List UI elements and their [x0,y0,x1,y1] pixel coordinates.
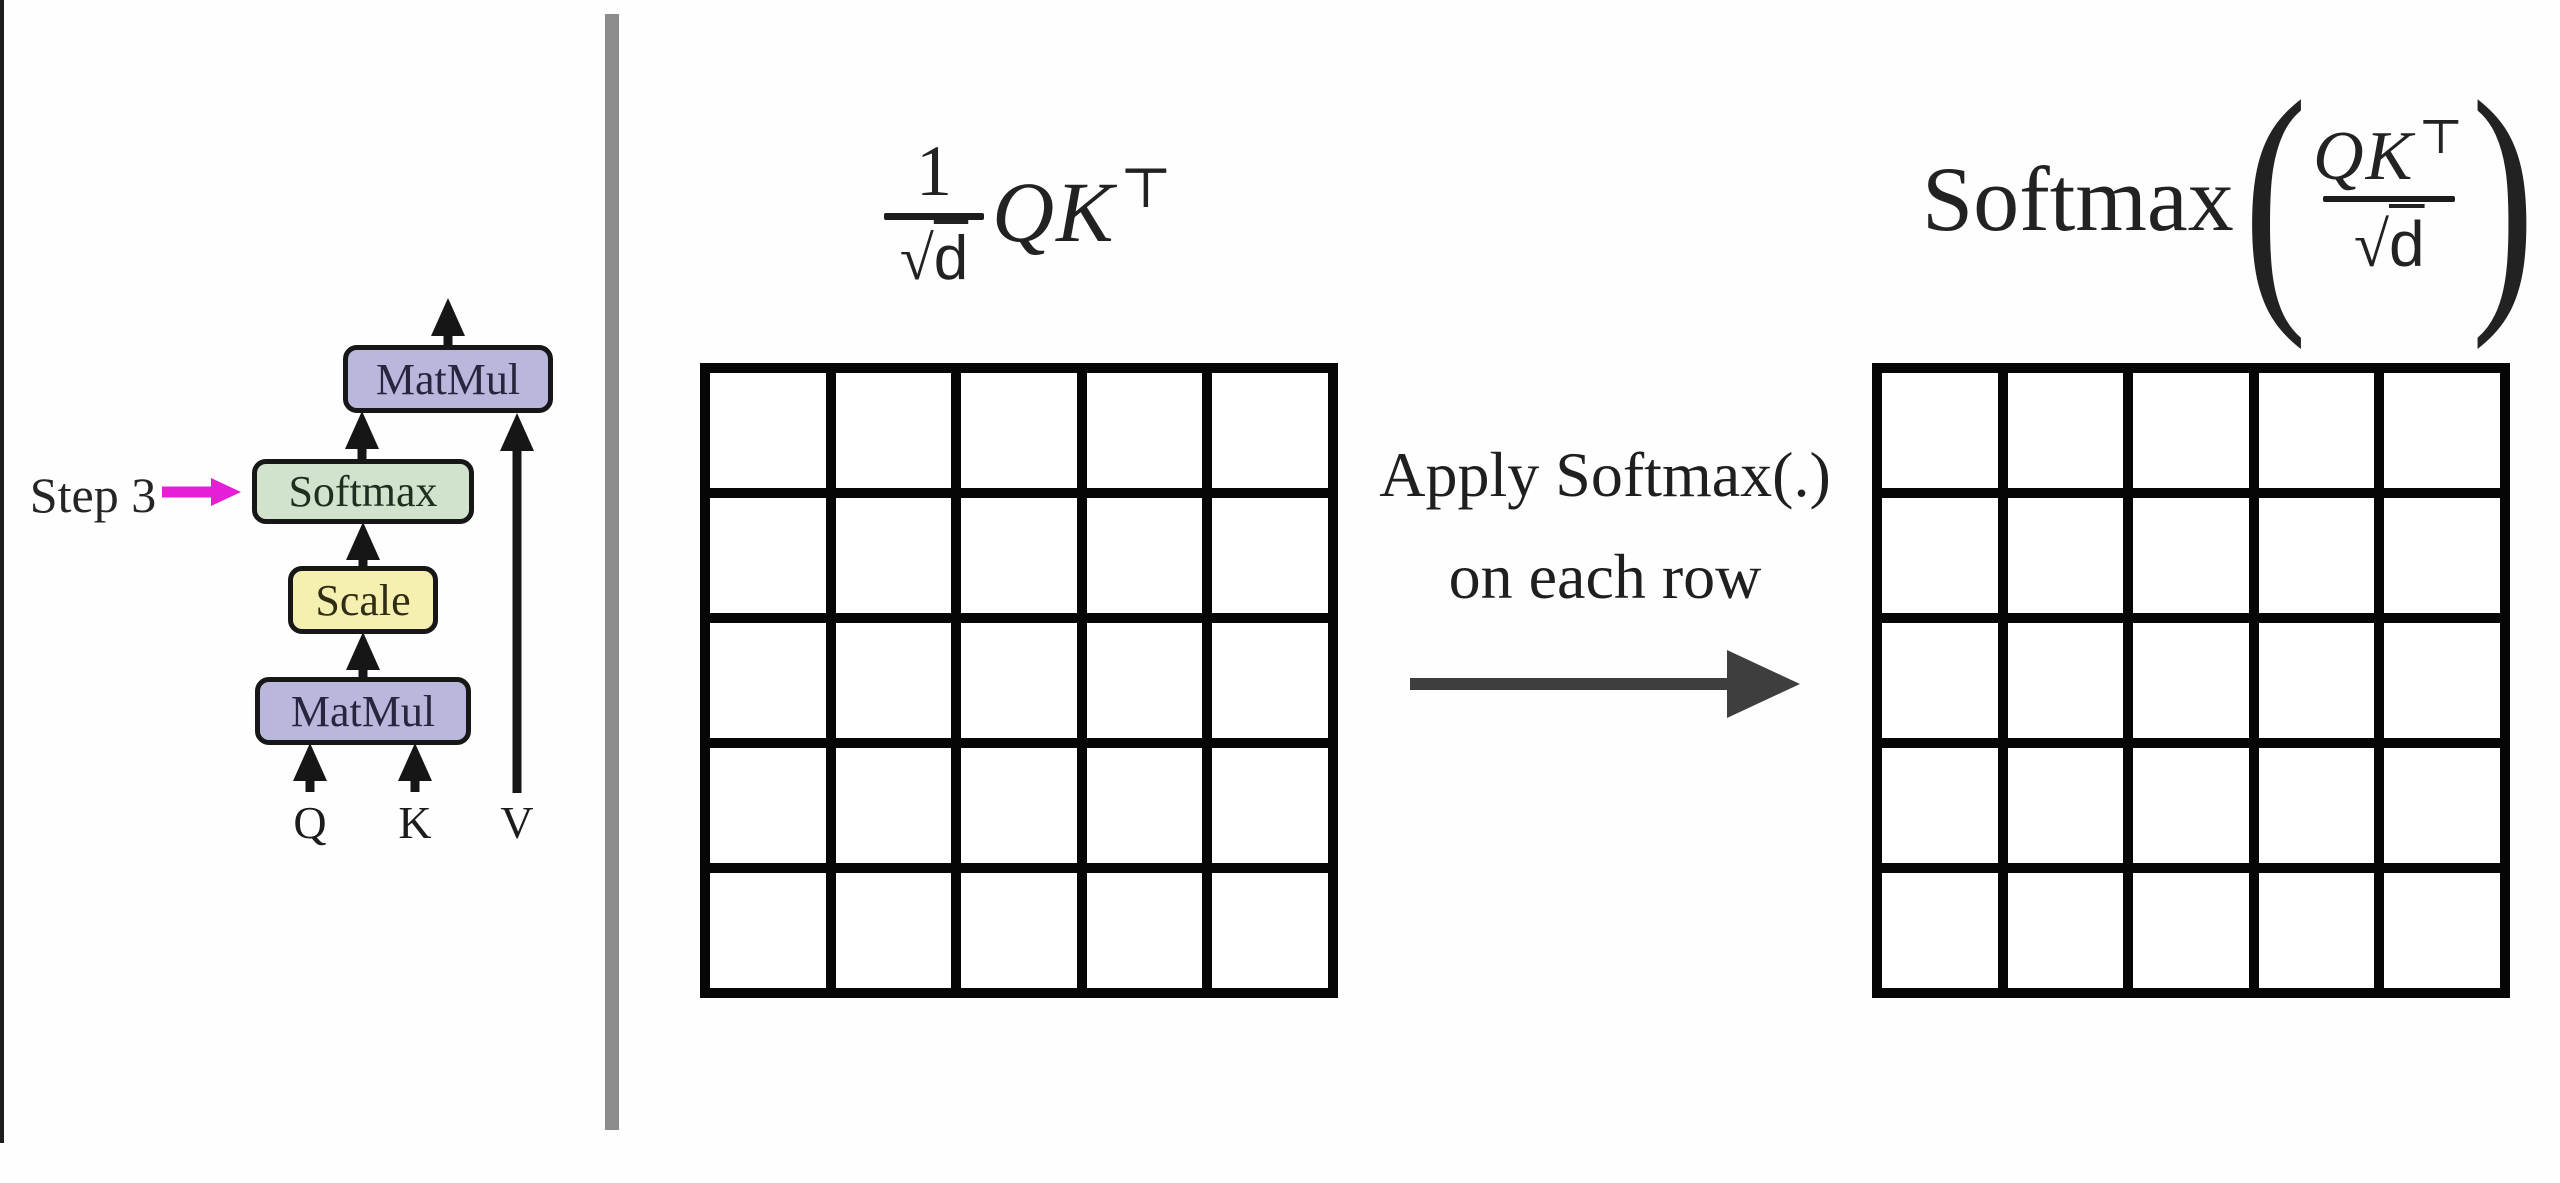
matrix-cell [835,748,952,863]
matrix-cell [1086,748,1203,863]
vertical-divider [605,14,619,1130]
scaled-scores-formula: 1 √d QK⊤ [884,122,1174,302]
matrix-cell [2007,873,2124,988]
qk-over-sqrt-d-fraction: QK⊤ √d [2313,113,2465,277]
matrix-cell [835,373,952,488]
fraction-denominator: √d [900,220,969,290]
matrix-cell [2133,498,2249,613]
matrix-cell [2133,373,2249,488]
softmax-to-matmul-arrow [345,411,379,459]
matrix-cell [1212,498,1328,613]
matmul-top-box: MatMul [343,345,553,413]
softmax-label: Softmax [288,467,438,516]
scale-label: Scale [315,575,411,625]
matrix-cell [961,373,1077,488]
matrix-cell [2384,498,2500,613]
one-over-sqrt-d-fraction: 1 √d [884,135,984,290]
output-arrow [431,298,465,345]
matrix-cell [835,873,952,988]
open-paren: ( [2243,46,2308,352]
matrix-cell [2133,748,2249,863]
q-input-label: Q [293,797,327,848]
matrix-cell [2258,873,2375,988]
slide-left-border [0,0,4,1143]
fraction-numerator: QK⊤ [2313,113,2465,196]
transform-caption-line1: Apply Softmax(.) [1379,439,1831,510]
qk-symbols: QK [992,164,1116,260]
matrix-cell [835,498,952,613]
matrix-cell [1212,623,1328,738]
matrix-cell [2007,498,2124,613]
matmul-bottom-label: MatMul [290,686,436,736]
matrix-cell [961,623,1077,738]
qk-product: QK⊤ [992,161,1174,256]
matrix-cell [2384,748,2500,863]
matrix-cell [2133,873,2249,988]
matrix-cell [1882,623,1998,738]
matrix-cell [961,873,1077,988]
scaled-scores-matrix [700,363,1338,998]
v-input-label: V [500,797,534,848]
matrix-cell [710,498,826,613]
matrix-cell [1086,373,1203,488]
matrix-cell [1882,498,1998,613]
close-paren: ) [2471,46,2535,352]
fraction-bar [884,212,984,220]
q-input-arrow [293,743,327,792]
matrix-cell [1212,748,1328,863]
matmul-bottom-box: MatMul [255,677,471,745]
matrix-cell [2258,373,2375,488]
matrix-cell [2384,373,2500,488]
matrix-cell [961,498,1077,613]
matrix-cell [2133,623,2249,738]
qk-symbols: QK [2313,117,2415,195]
step-label: Step 3 [29,467,157,523]
matrix-cell [710,623,826,738]
matrix-cell [1086,623,1203,738]
matrix-cell [2258,748,2375,863]
matrix-cell [1882,873,1998,988]
matrix-cell [710,373,826,488]
k-input-label: K [398,797,432,848]
radical-sign: √ [899,224,934,293]
softmax-function-name: Softmax [1922,148,2234,250]
softmax-box: Softmax [252,459,474,524]
radicand: d [933,223,969,293]
matmul-to-scale-arrow [346,632,380,677]
matrix-cell [2007,748,2124,863]
radical-sign: √ [2353,208,2389,280]
matrix-cell [1212,873,1328,988]
step3-pointer-arrow [162,478,241,506]
fraction-denominator: √d [2354,202,2425,277]
softmax-output-matrix [1872,363,2510,998]
matrix-cell [2007,373,2124,488]
matrix-cell [835,623,952,738]
k-input-arrow [398,743,432,792]
matrix-cell [1882,373,1998,488]
matrix-cell [961,748,1077,863]
transform-arrow [1410,650,1800,718]
matrix-cell [710,873,826,988]
scale-box: Scale [288,566,438,634]
radicand: d [2389,207,2425,280]
transpose-symbol: ⊤ [1119,156,1175,221]
matrix-cell [1212,373,1328,488]
matrix-cell [1086,498,1203,613]
fraction-bar [2323,195,2456,202]
matrix-cell [1086,873,1203,988]
matrix-cell [2258,623,2375,738]
matrix-cell [2007,623,2124,738]
softmax-output-formula: Softmax ( QK⊤ √d ) [1922,61,2535,337]
transpose-symbol: ⊤ [2418,108,2466,165]
matrix-cell [2258,498,2375,613]
scale-to-softmax-arrow [346,522,380,566]
matmul-top-label: MatMul [375,354,521,404]
matrix-cell [1882,748,1998,863]
transform-caption-line2: on each row [1448,541,1762,612]
matrix-cell [2384,873,2500,988]
matrix-cell [710,748,826,863]
matrix-cell [2384,623,2500,738]
v-input-arrow [500,413,534,793]
fraction-numerator: 1 [916,130,952,211]
